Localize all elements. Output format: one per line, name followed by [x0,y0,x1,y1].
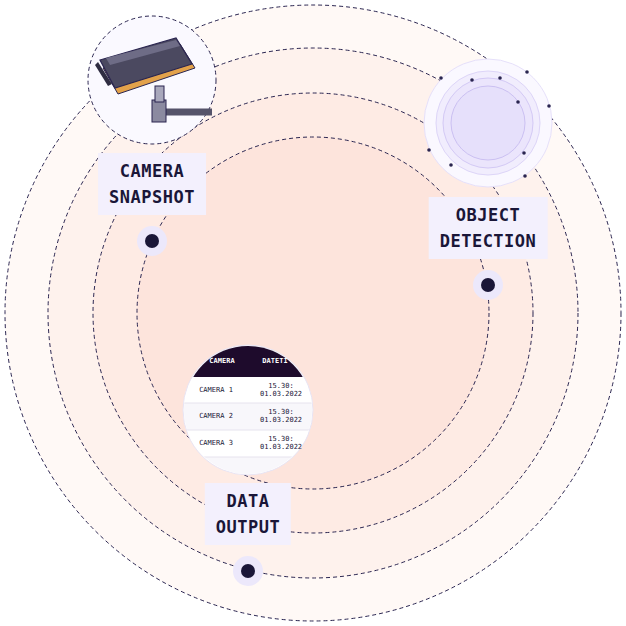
orbit-dot [137,226,503,586]
table-cell: DATETI [252,357,298,365]
stage-label-box: CAMERA SNAPSHOT [98,153,206,215]
stage-label: DATA OUTPUT [216,488,280,540]
table-cell: CAMERA 2 [193,412,239,420]
table-cell: 15.30: 01.03.2022 [258,408,304,424]
camera-icon [88,16,216,144]
table-cell: 15.30: 01.03.2022 [258,435,304,451]
table-cell: CAMERA 3 [193,439,239,447]
table-cell: CAMERA 1 [193,386,239,394]
orbit-ring [5,5,621,621]
stage-label-box: OBJECT DETECTION [429,197,548,259]
detection-icon [424,59,552,187]
table-cell: CAMERA [199,357,245,365]
stage-label: OBJECT DETECTION [440,202,537,254]
table-icon [180,345,320,477]
stage-label: CAMERA SNAPSHOT [109,158,195,210]
stage-label-box: DATA OUTPUT [205,483,291,545]
table-cell: 15.30: 01.03.2022 [258,382,304,398]
